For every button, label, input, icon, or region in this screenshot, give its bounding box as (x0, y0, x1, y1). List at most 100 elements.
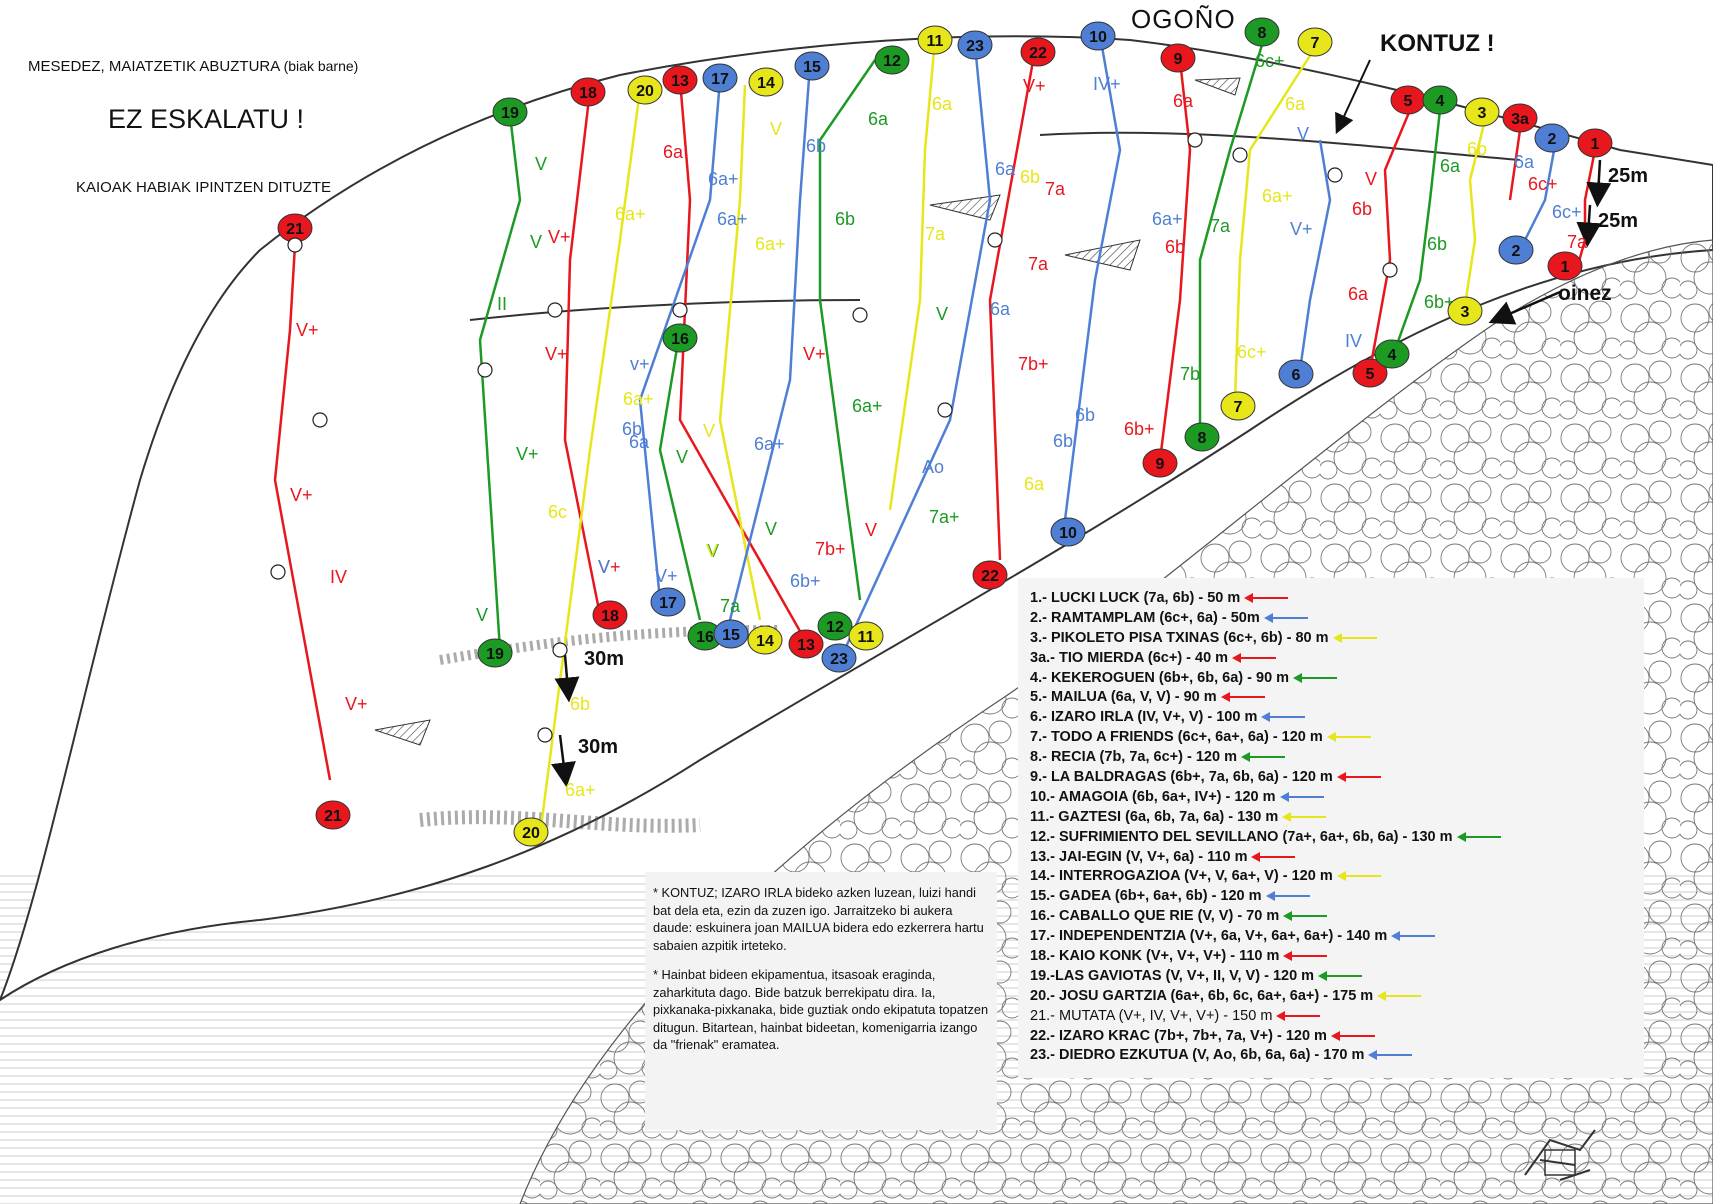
route-legend-label: 16.- CABALLO QUE RIE (V, V) - 70 m (1030, 908, 1280, 925)
grade-label: 7a (1210, 216, 1231, 236)
route-legend-label: 3.- PIKOLETO PISA TXINAS (6c+, 6b) - 80 … (1030, 629, 1329, 646)
route-marker-bottom-badge (1184, 422, 1220, 452)
peak-label: OGOÑO (1131, 4, 1236, 34)
route-marker-top-number: 18 (579, 85, 597, 102)
rappel-30m-upper: 30m (584, 648, 625, 670)
rappel-arrow-4 (551, 734, 576, 788)
route-legend-label: 23.- DIEDRO EZKUTUA (V, Ao, 6b, 6a, 6a) … (1030, 1047, 1365, 1064)
rappel-arrow-1 (1586, 159, 1612, 208)
route-marker-top: 19 (492, 97, 528, 127)
route-marker-bottom-badge (1050, 517, 1086, 547)
grade-label: v+ (630, 354, 650, 374)
route-legend-label: 12.- SUFRIMIENTO DEL SEVILLANO (7a+, 6a+… (1030, 828, 1453, 845)
route-marker-bottom-number: 15 (722, 627, 740, 644)
route-line-17 (638, 79, 722, 601)
grade-label: 6a+ (1152, 209, 1183, 229)
route-line-22 (988, 49, 1037, 561)
grade-label: IV (330, 567, 347, 587)
route-marker-top: 4 (1422, 85, 1458, 115)
route-legend-item: 17.- INDEPENDENTZIA (V+, 6a, V+, 6a+, 6a… (1030, 926, 1644, 946)
route-legend-item: 2.- RAMTAMPLAM (6c+, 6a) - 50m (1030, 608, 1644, 628)
route-marker-bottom-badge (821, 643, 857, 673)
grade-label: 6c+ (1237, 342, 1267, 362)
grade-label: 7b (1180, 364, 1200, 384)
rappel-25m-upper: 25m (1608, 165, 1649, 187)
route-color-arrow-icon (1391, 931, 1436, 942)
route-marker-bottom-number: 16 (696, 629, 714, 646)
grade-label: V+ (296, 320, 319, 340)
grade-label: 6a+ (754, 434, 785, 454)
route-marker-top: 5 (1390, 85, 1426, 115)
route-legend-item: 3.- PIKOLETO PISA TXINAS (6c+, 6b) - 80 … (1030, 628, 1644, 648)
grade-label: 6b (1020, 167, 1040, 187)
route-marker-top-number: 7 (1311, 35, 1320, 52)
grade-label: V+ (803, 344, 826, 364)
route-marker-bottom-number: 7 (1234, 399, 1243, 416)
route-marker-bottom: 19 (477, 638, 513, 668)
roof-3 (1194, 77, 1241, 96)
route-marker-top-badge (702, 63, 738, 93)
route-marker-top-badge (1422, 85, 1458, 115)
route-legend-item: 23.- DIEDRO EZKUTUA (V, Ao, 6b, 6a, 6a) … (1030, 1045, 1644, 1065)
route-marker-bottom: 20 (513, 817, 549, 847)
route-marker-bottom: 8 (1184, 422, 1220, 452)
route-marker-top-badge (748, 67, 784, 97)
roof-4 (374, 719, 431, 746)
route-color-arrow-icon (1336, 771, 1381, 782)
top-ledge (1039, 131, 1521, 161)
route-color-arrow-icon (1220, 692, 1265, 703)
grade-label: 6a (1024, 474, 1045, 494)
route-legend-item: 4.- KEKEROGUEN (6b+, 6b, 6a) - 90 m (1030, 668, 1644, 688)
grade-label: V+ (545, 344, 568, 364)
route-color-arrow-icon (1332, 632, 1377, 643)
route-marker-top-badge (492, 97, 528, 127)
route-marker-bottom: 11 (848, 621, 884, 651)
route-marker-top-number: 5 (1404, 93, 1413, 110)
route-marker-top-badge (1020, 37, 1056, 67)
route-marker-bottom-number: 6 (1292, 367, 1301, 384)
route-marker-top-badge (1080, 21, 1116, 51)
route-legend-label: 20.- JOSU GARTZIA (6a+, 6b, 6c, 6a+, 6a+… (1030, 987, 1374, 1004)
grade-label: 6b (1352, 199, 1372, 219)
route-line-19 (478, 114, 522, 651)
grade-label: 6b (1053, 431, 1073, 451)
route-line-6 (1298, 139, 1332, 371)
grade-label: V (703, 421, 715, 441)
route-marker-top-number: 9 (1174, 51, 1183, 68)
grade-label: V+ (655, 566, 678, 586)
grade-label: V (765, 519, 777, 539)
route-legend-item: 13.- JAI-EGIN (V, V+, 6a) - 110 m (1030, 847, 1644, 867)
route-line-9 (1158, 59, 1192, 461)
grade-label: 6c+ (1552, 202, 1582, 222)
route-color-arrow-icon (1263, 612, 1308, 623)
route-color-arrow-icon (1261, 712, 1306, 723)
route-marker-top: 12 (874, 45, 910, 75)
route-marker-bottom-badge (1447, 296, 1483, 326)
route-legend-label: 15.- GADEA (6b+, 6a+, 6b) - 120 m (1030, 888, 1262, 905)
grade-label: 6a (663, 142, 684, 162)
grade-label: IV+ (1093, 74, 1121, 94)
route-legend-label: 9.- LA BALDRAGAS (6b+, 7a, 6b, 6a) - 120… (1030, 768, 1333, 785)
grade-label: V (1297, 124, 1309, 144)
route-marker-top-number: 20 (636, 83, 654, 100)
grade-label: 6a+ (755, 234, 786, 254)
route-line-21 (273, 244, 332, 781)
route-legend-item: 3a.- TIO MIERDA (6c+) - 40 m (1030, 648, 1644, 668)
route-marker-top: 10 (1080, 21, 1116, 51)
route-marker-bottom-number: 21 (324, 808, 342, 825)
route-marker-top-badge (874, 45, 910, 75)
grade-label: Ao (922, 457, 944, 477)
route-marker-bottom: 16 (687, 621, 723, 651)
mid-ledge (469, 299, 861, 321)
route-marker-bottom-badge (315, 800, 351, 830)
grade-label: 6a (990, 299, 1011, 319)
route-marker-bottom: 16 (662, 323, 698, 353)
route-line-3a (1508, 129, 1522, 201)
route-marker-top-number: 10 (1089, 29, 1107, 46)
route-marker-top: 8 (1244, 17, 1280, 47)
route-legend-label: 4.- KEKEROGUEN (6b+, 6b, 6a) - 90 m (1030, 669, 1290, 686)
route-marker-bottom-badge (817, 611, 853, 641)
grade-label: 6a (629, 432, 650, 452)
